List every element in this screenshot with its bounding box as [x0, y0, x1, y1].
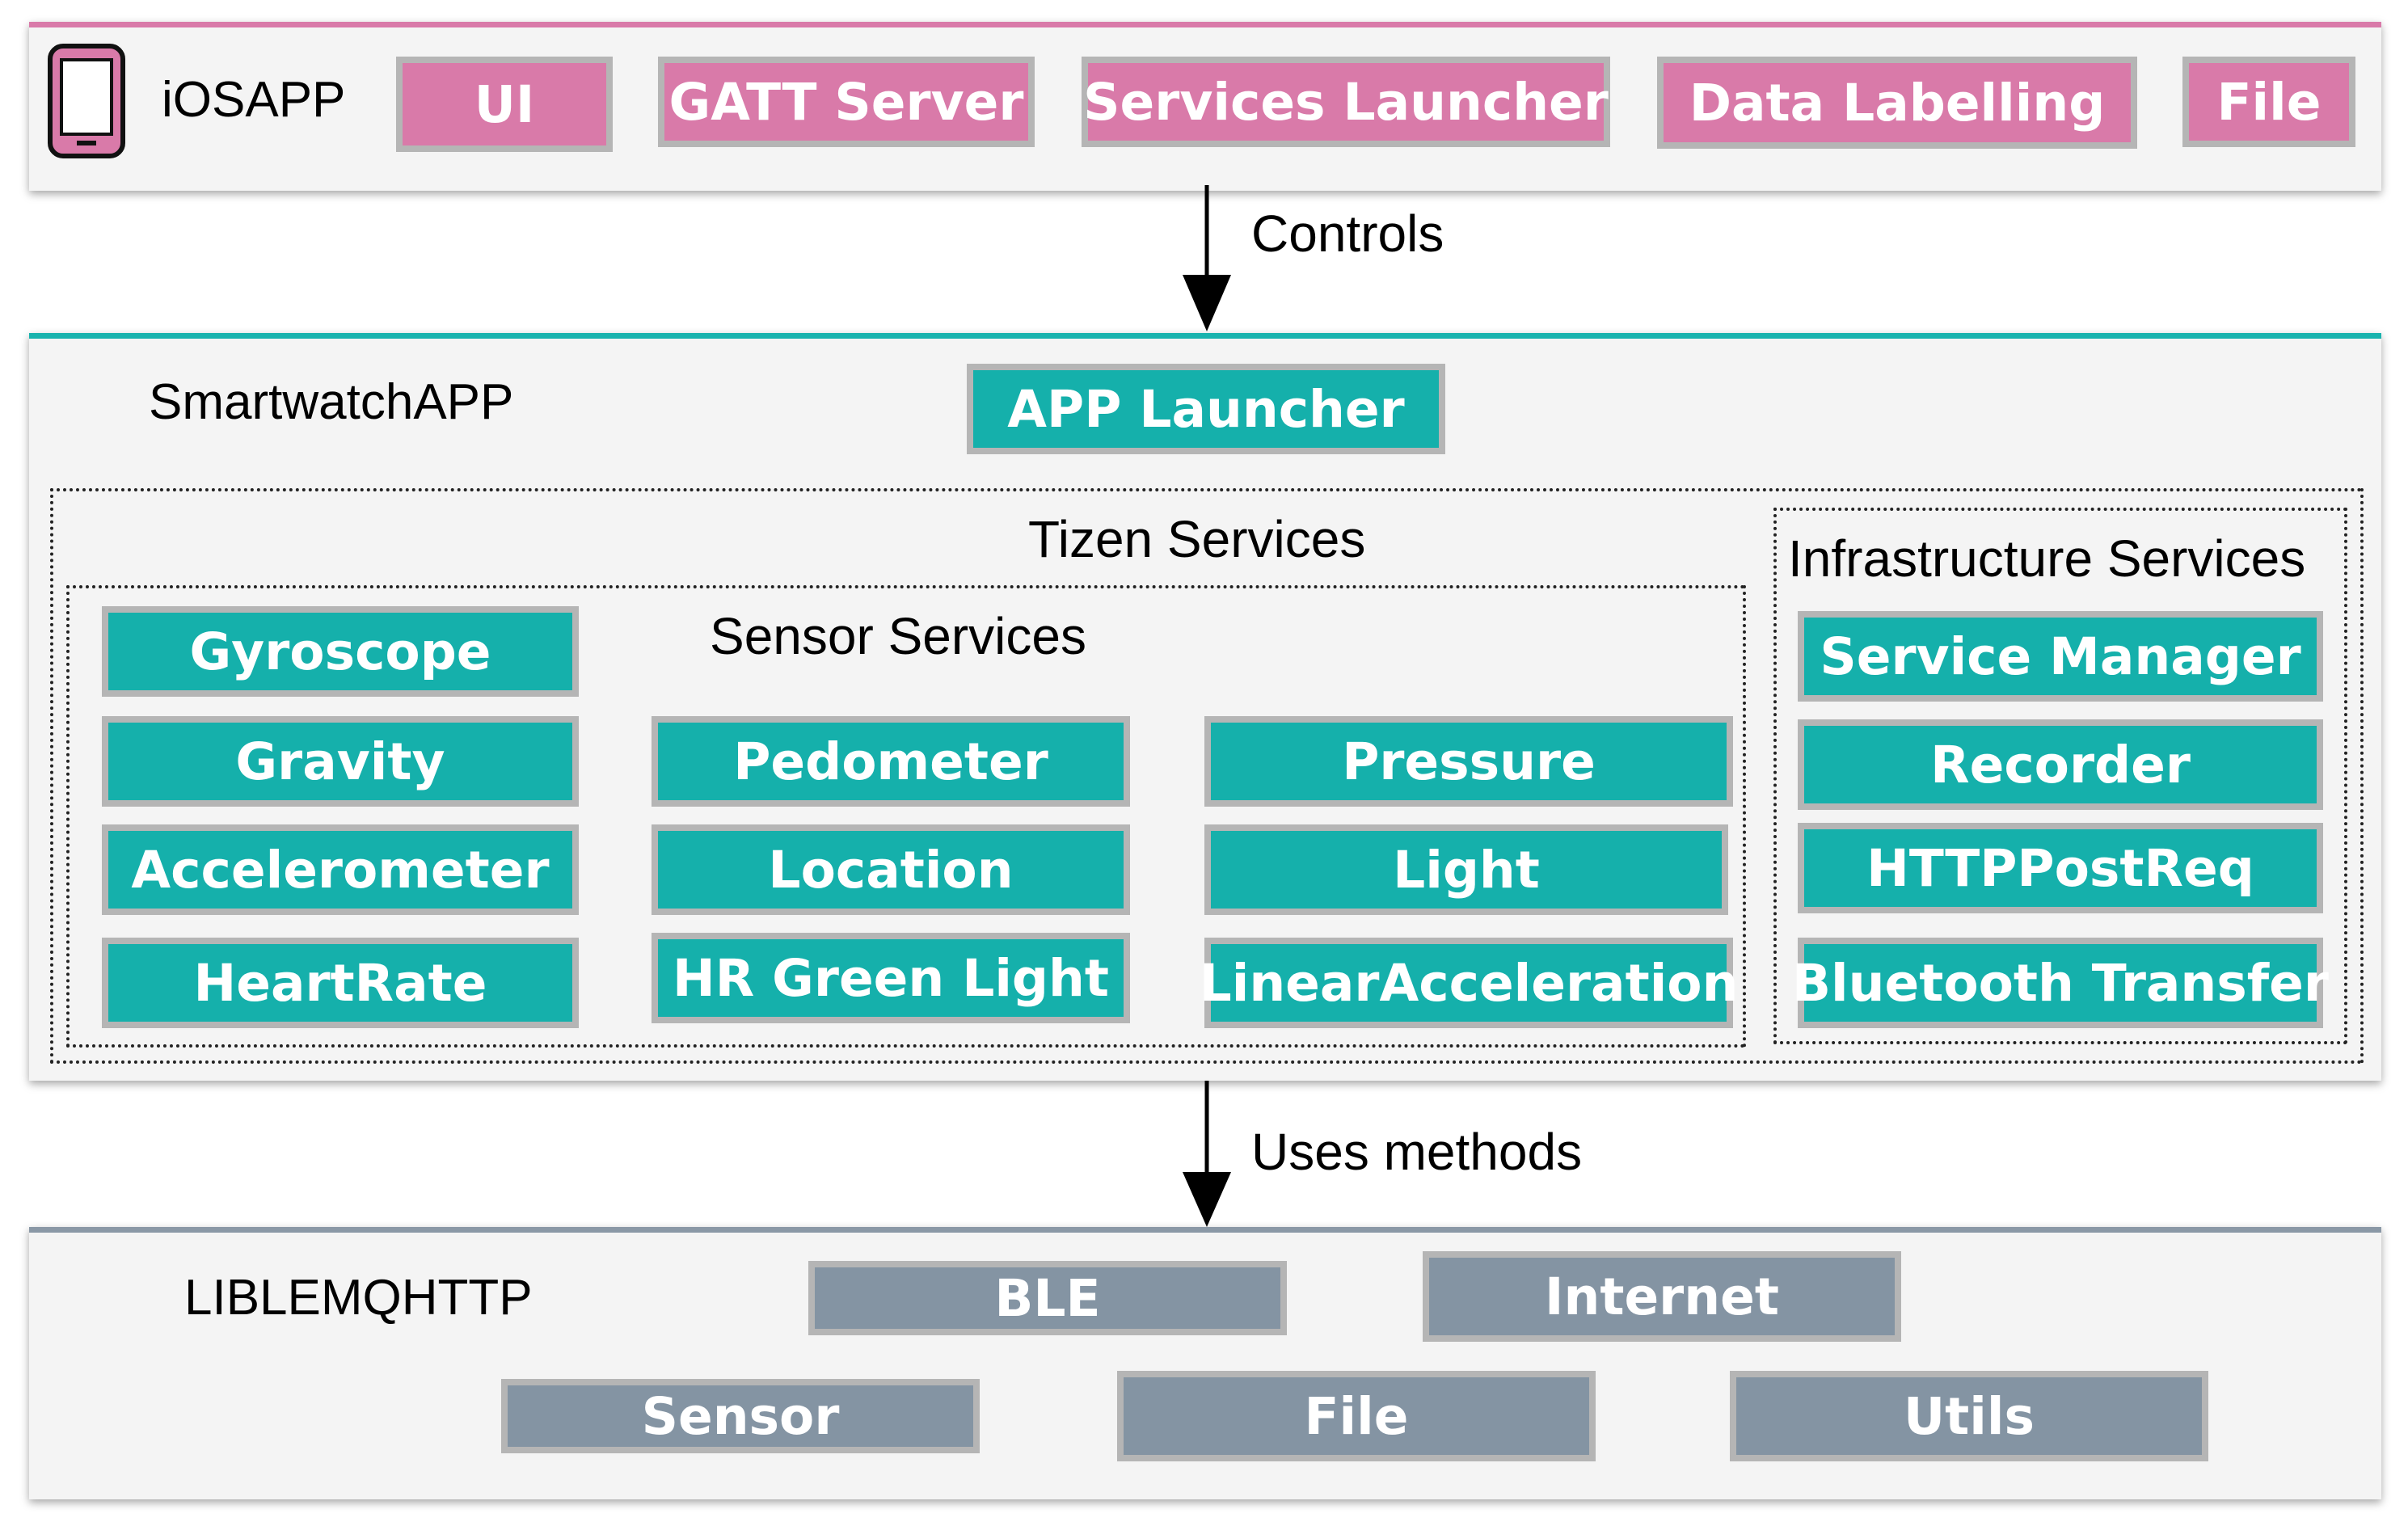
- lib-internet: Internet: [1423, 1251, 1901, 1342]
- uses-methods-arrow: [1183, 1075, 1231, 1227]
- sensor-pedometer: Pedometer: [652, 716, 1130, 807]
- sensor-gyroscope: Gyroscope: [102, 606, 579, 697]
- sensor-location: Location: [652, 824, 1130, 915]
- app-launcher: APP Launcher: [967, 364, 1445, 454]
- sensor-pressure: Pressure: [1204, 716, 1733, 807]
- sensor-heartrate: HeartRate: [102, 938, 579, 1028]
- controls-arrow: [1183, 185, 1231, 331]
- infrastructure-services-group: [1773, 508, 2347, 1044]
- tizen-services-title: Tizen Services: [1028, 510, 1366, 568]
- controls-label: Controls: [1251, 204, 1444, 263]
- lib-sensor: Sensor: [501, 1379, 980, 1453]
- ios-component-services-launcher: Services Launcher: [1082, 57, 1610, 147]
- ios-component-ui: UI: [396, 57, 613, 152]
- ios-component-file: File: [2182, 57, 2355, 147]
- infra-recorder: Recorder: [1798, 719, 2323, 810]
- sensor-accelerometer: Accelerometer: [102, 824, 579, 915]
- infrastructure-services-title: Infrastructure Services: [1788, 529, 2306, 588]
- sensor-services-title: Sensor Services: [710, 607, 1086, 665]
- infra-httppostreq: HTTPPostReq: [1798, 823, 2323, 913]
- library-title: LIBLEMQHTTP: [184, 1270, 533, 1326]
- lib-utils: Utils: [1730, 1371, 2208, 1461]
- ios-component-gatt-server: GATT Server: [658, 57, 1035, 147]
- tizen-services-group: [50, 488, 2364, 1064]
- sensor-hr-green-light: HR Green Light: [652, 933, 1130, 1023]
- sensor-light: Light: [1204, 824, 1728, 915]
- lib-ble: BLE: [808, 1261, 1287, 1335]
- sensor-linear-acceleration: LinearAcceleration: [1200, 938, 1738, 1028]
- smartwatch-app-title: SmartwatchAPP: [149, 374, 514, 430]
- sensor-gravity: Gravity: [102, 716, 579, 807]
- ios-component-data-labelling: Data Labelling: [1657, 57, 2137, 149]
- phone-icon: [48, 44, 125, 158]
- infra-bluetooth-transfer: Bluetooth Transfer: [1792, 938, 2329, 1028]
- sensor-services-group: [66, 585, 1746, 1048]
- infra-service-manager: Service Manager: [1798, 611, 2323, 702]
- ios-app-title: iOSAPP: [162, 72, 346, 128]
- lib-file: File: [1117, 1371, 1596, 1461]
- uses-methods-label: Uses methods: [1251, 1123, 1583, 1181]
